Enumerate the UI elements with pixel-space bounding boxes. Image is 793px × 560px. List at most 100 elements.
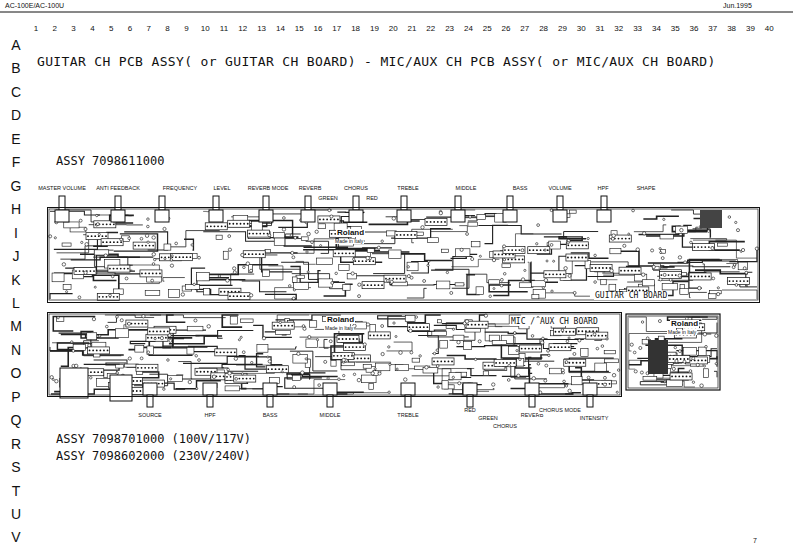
control-label: BASS: [262, 413, 279, 419]
potentiometer-symbol: [401, 383, 415, 407]
header-rule: [0, 12, 793, 13]
grid-row-letter: O: [10, 366, 23, 380]
grid-column-number: 26: [501, 25, 512, 33]
grid-row-letter: L: [11, 296, 21, 310]
potentiometer-symbol: [597, 196, 611, 222]
control-label: INTENSITY: [579, 416, 610, 422]
potentiometer-symbol: [55, 196, 69, 222]
grid-row-letter: F: [11, 155, 22, 169]
control-label: VOLUME: [547, 186, 572, 192]
control-label: RED: [463, 408, 477, 414]
grid-column-number: 15: [294, 25, 305, 33]
grid-row-letter: A: [10, 38, 21, 52]
potentiometer-symbol: [203, 383, 217, 407]
potentiometer-symbol: [583, 383, 597, 407]
control-label: REVERB: [298, 186, 323, 192]
grid-column-number: 21: [407, 25, 418, 33]
page-number: 7: [752, 537, 758, 544]
grid-row-letter: Q: [10, 413, 23, 427]
grid-row-letter: U: [10, 507, 22, 521]
grid-column-number: 37: [707, 25, 718, 33]
power-board-outline: [626, 314, 720, 390]
grid-column-number: 5: [108, 25, 114, 33]
header-text: Jun.1995: [722, 2, 753, 9]
grid-column-number: 28: [538, 25, 549, 33]
control-label: SHAPE: [636, 186, 657, 192]
control-label: BASS: [512, 186, 529, 192]
grid-column-number: 10: [200, 25, 211, 33]
control-label: CHORUS: [492, 424, 518, 430]
potentiometer-symbol: [451, 196, 465, 222]
header-text: AC-100E/AC-100U: [4, 2, 65, 9]
potentiometer-symbol: [263, 383, 277, 407]
grid-column-number: 29: [557, 25, 568, 33]
jack-symbol: [60, 368, 88, 398]
grid-column-number: 27: [519, 25, 530, 33]
grid-row-letter: J: [12, 249, 21, 263]
grid-column-number: 35: [670, 25, 681, 33]
grid-column-number: 40: [764, 25, 775, 33]
pcb-traces: [49, 314, 620, 395]
grid-column-number: 31: [595, 25, 606, 33]
grid-row-letter: I: [13, 226, 19, 240]
maker-mark: Roland: [670, 320, 699, 328]
grid-row-letter: N: [10, 343, 22, 357]
control-label: GREEN: [477, 416, 499, 422]
assembly-number: ASSY 7098602000 (230V/240V): [55, 450, 252, 462]
jack-symbol: [110, 375, 132, 401]
potentiometer-symbol: [463, 383, 477, 407]
pcb-board: MIC / AUX CH BOARD: [47, 312, 622, 397]
maker-mark: Made in Italy: [667, 330, 697, 335]
grid-column-number: 4: [89, 25, 95, 33]
grid-column-number: 17: [331, 25, 342, 33]
grid-column-number: 3: [70, 25, 76, 33]
grid-row-letter: T: [11, 484, 22, 498]
maker-mark: Roland: [326, 316, 355, 324]
potentiometer-symbol: [397, 196, 411, 222]
potentiometer-symbol: [553, 196, 567, 222]
control-label: LEVEL: [212, 186, 231, 192]
control-label: HPF: [204, 413, 217, 419]
potentiometer-symbol: [111, 196, 125, 222]
potentiometer-symbol: [525, 383, 539, 407]
control-label: CHORUS MODE: [538, 408, 582, 414]
grid-row-letter: G: [10, 179, 23, 193]
grid-row-letter: R: [10, 437, 22, 451]
control-label: RED: [365, 196, 379, 202]
assembly-number: ASSY 7098611000: [55, 155, 165, 167]
grid-column-number: 13: [256, 25, 267, 33]
grid-row-letter: H: [10, 202, 22, 216]
grid-row-letter: M: [9, 319, 23, 333]
grid-column-number: 12: [237, 25, 248, 33]
pcb-board: GUITAR CH BOARD: [47, 207, 760, 303]
grid-column-number: 14: [275, 25, 286, 33]
potentiometer-symbol: [301, 196, 315, 222]
grid-row-letter: D: [10, 108, 22, 122]
grid-column-number: 16: [313, 25, 324, 33]
grid-column-number: 8: [164, 25, 170, 33]
potentiometer-symbol: [155, 196, 169, 222]
assembly-number: ASSY 7098701000 (100V/117V): [55, 433, 252, 445]
grid-row-letter: B: [10, 61, 21, 75]
grid-column-number: 25: [482, 25, 493, 33]
grid-column-number: 19: [369, 25, 380, 33]
potentiometer-symbol: [143, 383, 157, 407]
page-title: GUITAR CH PCB ASSY( or GUITAR CH BOARD) …: [37, 55, 716, 68]
control-label: FREQUENCY: [162, 186, 199, 192]
grid-column-number: 11: [219, 25, 229, 33]
grid-column-number: 32: [613, 25, 624, 33]
grid-row-letter: K: [10, 273, 21, 287]
grid-column-number: 2: [52, 25, 58, 33]
board-name: MIC / AUX CH BOARD: [510, 318, 599, 326]
grid-column-number: 24: [463, 25, 474, 33]
grid-column-number: 30: [576, 25, 587, 33]
potentiometer-symbol: [503, 196, 517, 222]
potentiometer-symbol: [209, 196, 223, 222]
grid-row-letter: P: [10, 390, 21, 404]
control-label: GREEN: [317, 196, 339, 202]
copper-area: [700, 210, 722, 228]
potentiometer-symbol: [349, 196, 363, 222]
